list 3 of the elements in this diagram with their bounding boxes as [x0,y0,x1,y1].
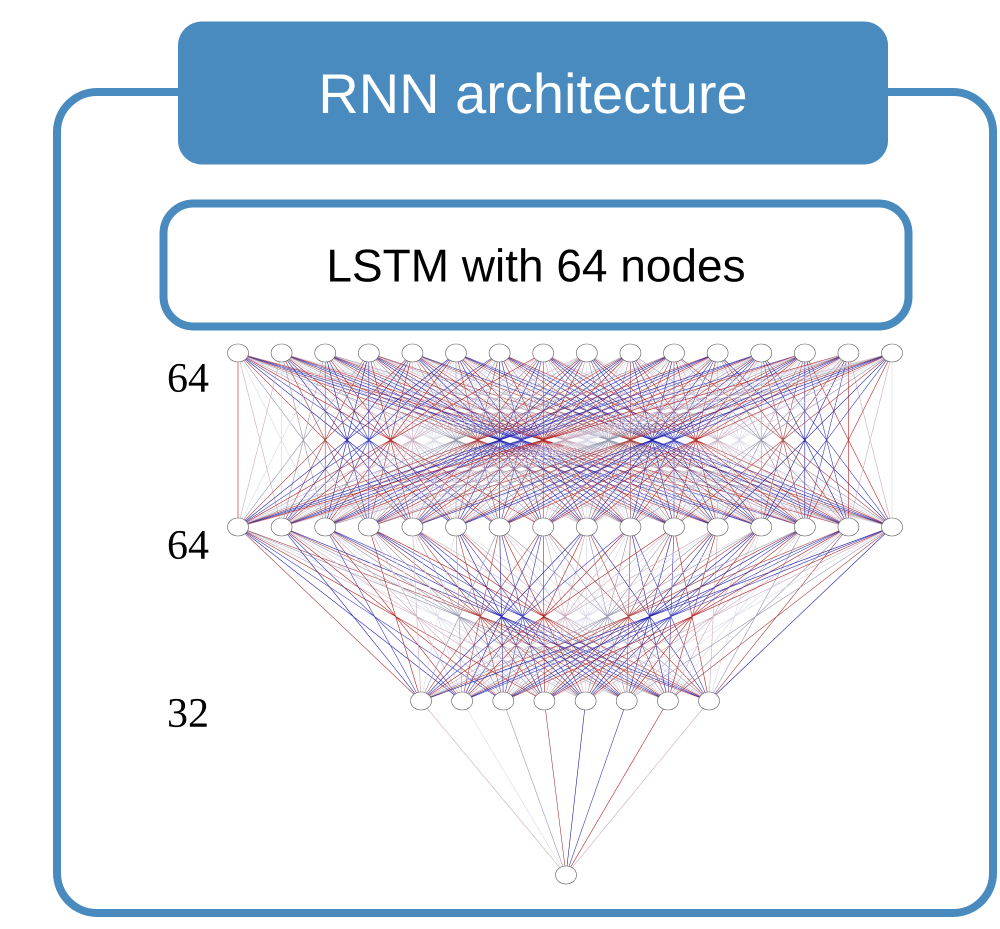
label-box: LSTM with 64 nodes [160,200,913,330]
layer-size: 32 [169,698,207,728]
layer-size: 64 [168,530,208,560]
